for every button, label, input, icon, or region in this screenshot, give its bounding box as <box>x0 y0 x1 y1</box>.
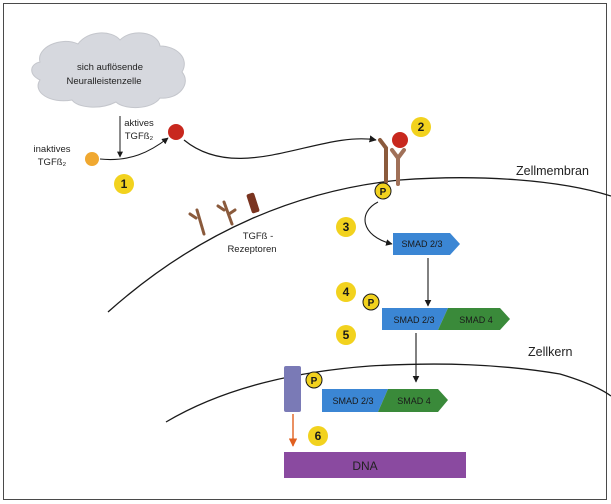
step-1-label: 1 <box>121 177 128 191</box>
phospho-nuclear-label: P <box>311 376 318 387</box>
inactive-ligand <box>85 152 99 166</box>
active-label-line1: aktives <box>124 118 154 129</box>
step-marker-3: 3 <box>336 217 356 237</box>
bound-ligand <box>392 132 408 148</box>
step-marker-6: 6 <box>308 426 328 446</box>
nucleus-label: Zellkern <box>528 345 573 359</box>
tgf-receptors <box>190 192 260 234</box>
cell-label-line1: sich auflösende <box>77 62 143 73</box>
step-2-label: 2 <box>418 120 425 134</box>
smad23-label: SMAD 2/3 <box>401 239 442 249</box>
step-marker-2: 2 <box>411 117 431 137</box>
active-ligand <box>168 124 184 140</box>
step-3-label: 3 <box>343 220 350 234</box>
step-4-label: 4 <box>343 285 350 299</box>
step-6-label: 6 <box>315 429 322 443</box>
dna-label: DNA <box>352 459 377 473</box>
receptors-label-line2: Rezeptoren <box>227 244 276 255</box>
smad-complex-cytoplasm: SMAD 2/3 SMAD 4 <box>382 308 510 330</box>
cell-label-line2: Neuralleistenzelle <box>67 76 142 87</box>
phospho-smad-label: P <box>368 298 375 309</box>
step-marker-5: 5 <box>336 325 356 345</box>
step-marker-1: 1 <box>114 174 134 194</box>
inactive-label-line1: inaktives <box>34 144 71 155</box>
receptors-label-line1: TGFß - <box>243 231 274 242</box>
complex-smad23-label: SMAD 2/3 <box>393 315 434 325</box>
nuclear-smad23-label: SMAD 2/3 <box>332 396 373 406</box>
nuclear-receptor <box>284 366 301 412</box>
cell-membrane <box>108 178 611 312</box>
active-label-line2: TGFß₂ <box>125 131 154 142</box>
neural-crest-cell: sich auflösende Neuralleistenzelle <box>32 33 186 108</box>
membrane-label: Zellmembran <box>516 164 589 178</box>
smad-complex-nucleus: SMAD 2/3 SMAD 4 <box>322 389 448 412</box>
active-receptor-complex <box>380 132 408 184</box>
complex-smad4-label: SMAD 4 <box>459 315 493 325</box>
smad23-cytoplasm: SMAD 2/3 <box>393 233 460 255</box>
inactive-label-line2: TGFß₂ <box>38 157 67 168</box>
step-5-label: 5 <box>343 328 350 342</box>
phospho-receptor-label: P <box>380 187 387 198</box>
step-marker-4: 4 <box>336 282 356 302</box>
phosphorylation-arrow <box>365 202 392 244</box>
nuclear-smad4-label: SMAD 4 <box>397 396 431 406</box>
ligand-transport-arrow <box>184 139 376 159</box>
